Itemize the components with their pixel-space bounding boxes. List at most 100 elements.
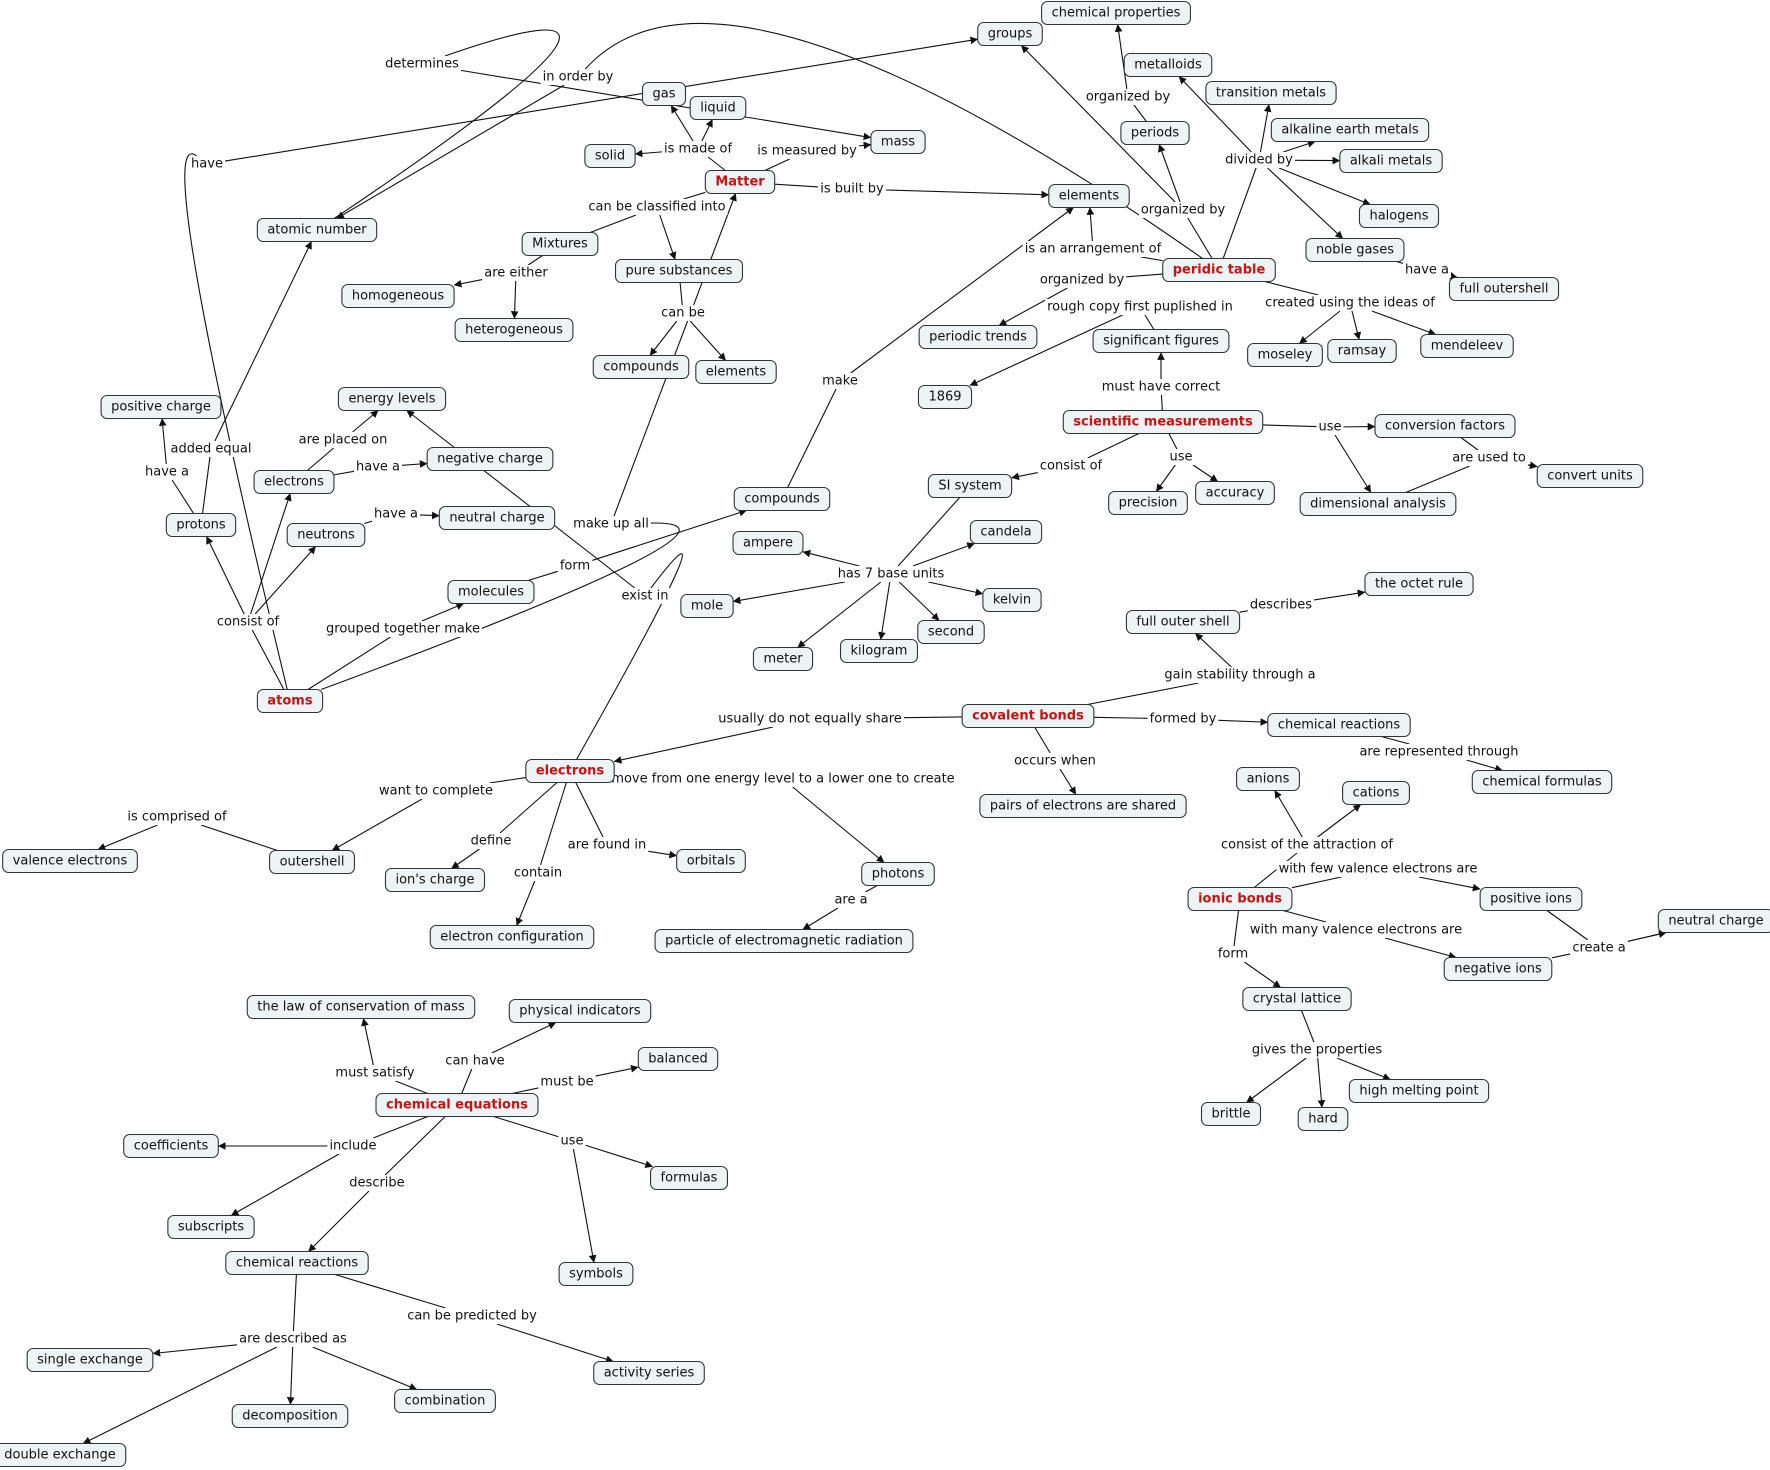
concept-node-neutral-charge-l[interactable]: neutral charge (438, 505, 556, 531)
concept-node-compounds-small[interactable]: compounds (592, 354, 690, 380)
concept-node-periodic-trends[interactable]: periodic trends (918, 324, 1038, 350)
concept-node-moseley[interactable]: moseley (1247, 342, 1323, 368)
concept-node-transition[interactable]: transition metals (1205, 80, 1337, 106)
concept-node-elements-small[interactable]: elements (695, 359, 777, 385)
concept-node-y1869[interactable]: 1869 (917, 384, 973, 410)
concept-node-ampere[interactable]: ampere (732, 530, 804, 556)
concept-node-decomposition[interactable]: decomposition (231, 1403, 349, 1429)
concept-node-negative-charge[interactable]: negative charge (426, 446, 554, 472)
concept-node-protons[interactable]: protons (165, 512, 237, 538)
concept-node-ions-charge[interactable]: ion's charge (384, 867, 486, 893)
concept-node-sig-figs[interactable]: significant figures (1092, 328, 1230, 354)
concept-node-pairs[interactable]: pairs of electrons are shared (979, 793, 1187, 819)
concept-node-orbitals[interactable]: orbitals (676, 848, 746, 874)
concept-node-phys-indicators[interactable]: physical indicators (508, 998, 652, 1024)
concept-node-activity-series[interactable]: activity series (593, 1360, 705, 1386)
concept-node-dim-analysis[interactable]: dimensional analysis (1299, 491, 1457, 517)
concept-node-ramsay[interactable]: ramsay (1327, 338, 1397, 364)
concept-node-noble[interactable]: noble gases (1305, 237, 1405, 263)
linking-phrase-bg (482, 265, 550, 281)
concept-node-chem-props[interactable]: chemical properties (1041, 0, 1191, 26)
concept-node-heterogeneous[interactable]: heterogeneous (454, 317, 574, 343)
concept-node-mendeleev[interactable]: mendeleev (1420, 333, 1514, 359)
concept-node-chem-formulas[interactable]: chemical formulas (1471, 769, 1613, 795)
concept-node-solid[interactable]: solid (584, 143, 636, 169)
concept-node-si[interactable]: SI system (927, 473, 1013, 499)
concept-node-metalloids[interactable]: metalloids (1123, 52, 1213, 78)
concept-node-peridic[interactable]: peridic table (1162, 257, 1276, 283)
concept-node-octet[interactable]: the octet rule (1364, 571, 1474, 597)
connector-line (707, 156, 726, 171)
concept-node-coefficients[interactable]: coefficients (123, 1133, 219, 1159)
connector-line (1527, 461, 1538, 470)
concept-node-single-exchange[interactable]: single exchange (26, 1347, 154, 1373)
concept-node-meter[interactable]: meter (752, 646, 814, 672)
concept-node-crystal[interactable]: crystal lattice (1242, 986, 1352, 1012)
concept-node-neg-ions[interactable]: negative ions (1443, 956, 1553, 982)
concept-node-full-outer-shell[interactable]: full outer shell (1125, 609, 1241, 635)
concept-node-kelvin[interactable]: kelvin (982, 587, 1042, 613)
concept-node-atoms[interactable]: atoms (256, 688, 324, 714)
concept-node-valence[interactable]: valence electrons (2, 848, 138, 874)
concept-node-neutral-charge-r[interactable]: neutral charge (1657, 908, 1770, 934)
concept-node-homogeneous[interactable]: homogeneous (341, 283, 455, 309)
concept-node-conv-factors[interactable]: conversion factors (1374, 413, 1516, 439)
concept-node-convert-units[interactable]: convert units (1536, 463, 1644, 489)
concept-node-groups[interactable]: groups (977, 21, 1043, 47)
concept-node-mixtures[interactable]: Mixtures (521, 231, 599, 257)
concept-node-alkali[interactable]: alkali metals (1339, 148, 1443, 174)
concept-node-high-melting[interactable]: high melting point (1348, 1078, 1490, 1104)
concept-node-law-conservation[interactable]: the law of conservation of mass (246, 994, 476, 1020)
concept-node-chem-reactions-r[interactable]: chemical reactions (1267, 712, 1411, 738)
concept-node-periods[interactable]: periods (1120, 120, 1190, 146)
concept-node-cations[interactable]: cations (1342, 780, 1410, 806)
concept-node-balanced[interactable]: balanced (637, 1046, 719, 1072)
concept-node-second[interactable]: second (917, 619, 985, 645)
concept-node-outershell[interactable]: outershell (269, 849, 355, 875)
concept-node-covalent[interactable]: covalent bonds (961, 703, 1095, 729)
concept-node-positive-charge[interactable]: positive charge (100, 394, 222, 420)
concept-node-symbols[interactable]: symbols (558, 1261, 634, 1287)
concept-node-subscripts[interactable]: subscripts (167, 1214, 255, 1240)
concept-node-photons[interactable]: photons (861, 861, 935, 887)
concept-node-molecules[interactable]: molecules (447, 579, 535, 605)
concept-node-mass[interactable]: mass (870, 129, 926, 155)
concept-node-label: transition metals (1216, 86, 1326, 101)
concept-node-particle[interactable]: particle of electromagnetic radiation (654, 928, 914, 954)
concept-node-precision[interactable]: precision (1108, 490, 1188, 516)
concept-node-chem-reactions-b[interactable]: chemical reactions (225, 1250, 369, 1276)
concept-node-alkaline[interactable]: alkaline earth metals (1270, 117, 1430, 143)
concept-node-accuracy[interactable]: accuracy (1195, 480, 1275, 506)
concept-node-compounds-mid[interactable]: compounds (733, 486, 831, 512)
concept-node-candela[interactable]: candela (969, 519, 1043, 545)
concept-node-ionic[interactable]: ionic bonds (1187, 886, 1293, 912)
concept-node-anions[interactable]: anions (1236, 766, 1300, 792)
concept-node-gas[interactable]: gas (641, 81, 687, 107)
concept-node-chem-equations[interactable]: chemical equations (375, 1092, 539, 1118)
concept-node-atomic-number[interactable]: atomic number (256, 217, 378, 243)
concept-node-electrons-main[interactable]: electrons (525, 758, 615, 784)
concept-node-hard[interactable]: hard (1297, 1106, 1349, 1132)
concept-node-elements-top[interactable]: elements (1048, 183, 1130, 209)
concept-node-pos-ions[interactable]: positive ions (1479, 886, 1583, 912)
concept-node-brittle[interactable]: brittle (1200, 1101, 1262, 1127)
concept-node-combination[interactable]: combination (394, 1388, 496, 1414)
concept-node-sci-meas[interactable]: scientific measurements (1062, 409, 1264, 435)
concept-node-kilogram[interactable]: kilogram (839, 638, 919, 664)
concept-node-full-outershell[interactable]: full outershell (1448, 276, 1560, 302)
concept-node-mole[interactable]: mole (680, 593, 734, 619)
linking-phrase-label: have a (145, 465, 189, 480)
concept-node-e-config[interactable]: electron configuration (429, 924, 595, 950)
concept-node-formulas[interactable]: formulas (649, 1165, 729, 1191)
concept-node-electrons-small[interactable]: electrons (253, 469, 335, 495)
concept-node-box (733, 486, 831, 512)
concept-node-neutrons[interactable]: neutrons (286, 522, 366, 548)
concept-node-box (525, 758, 615, 784)
concept-node-double-exchange[interactable]: double exchange (0, 1442, 127, 1468)
concept-node-halogens[interactable]: halogens (1358, 203, 1440, 229)
concept-node-energy-levels[interactable]: energy levels (337, 386, 447, 412)
concept-node-matter[interactable]: Matter (704, 169, 776, 195)
concept-node-liquid[interactable]: liquid (689, 95, 747, 121)
concept-node-label: SI system (938, 479, 1001, 494)
concept-node-pure[interactable]: pure substances (614, 258, 744, 284)
